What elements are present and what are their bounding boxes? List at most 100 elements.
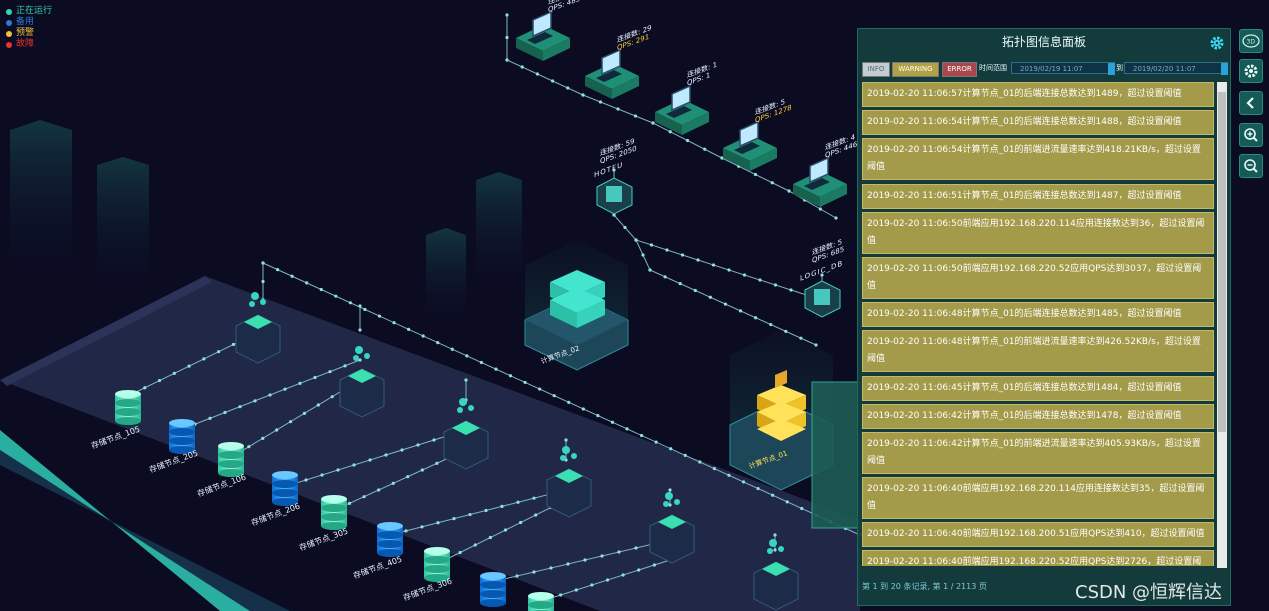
background-towers [10, 120, 522, 330]
connection-dot [348, 301, 352, 305]
connection-dot [253, 399, 257, 403]
connection-dot [464, 378, 468, 382]
zoom-in-button[interactable] [1239, 123, 1263, 147]
zoom-out-icon [1244, 159, 1258, 173]
collapse-panel-button[interactable] [1239, 91, 1263, 115]
connection-dot [708, 295, 712, 299]
hotfu-node[interactable] [596, 177, 633, 215]
connection-dot [336, 468, 340, 472]
info-filter-button[interactable]: INFO [862, 62, 890, 77]
connection-dot [789, 288, 793, 292]
connection-dot [505, 35, 509, 40]
warning-filter-button[interactable]: WARNING [892, 62, 939, 77]
log-entry[interactable]: 2019-02-20 11:06:40前端应用192.168.200.51应用Q… [862, 522, 1214, 548]
service-node[interactable] [235, 292, 281, 364]
connection-dot [742, 273, 747, 277]
app-server[interactable] [516, 10, 570, 61]
svg-text:3D: 3D [1247, 39, 1256, 46]
connection-dot [680, 253, 685, 257]
storage-cylinder[interactable] [424, 547, 450, 582]
connection-dot [505, 58, 509, 62]
service-node[interactable] [546, 446, 592, 518]
log-entry[interactable]: 2019-02-20 11:06:48计算节点_01的前端进流量速率达到426.… [862, 330, 1214, 373]
connection-dot [503, 528, 508, 532]
connection-dot [820, 273, 824, 277]
connection-dot [567, 400, 571, 404]
storage-cylinder[interactable] [528, 592, 554, 611]
connection-dot [773, 548, 777, 552]
log-entry[interactable]: 2019-02-20 11:06:57计算节点_01的后端连接总数达到1489，… [862, 82, 1214, 107]
log-entry[interactable]: 2019-02-20 11:06:54计算节点_01的后端连接总数达到1488，… [862, 110, 1214, 136]
app-server[interactable] [655, 84, 709, 135]
service-node[interactable] [339, 346, 385, 418]
connection-dot [581, 93, 585, 97]
log-entry[interactable]: 2019-02-20 11:06:48计算节点_01的后端连接总数达到1485，… [862, 302, 1214, 328]
scroll-thumb[interactable] [1218, 92, 1226, 432]
connection-dot [758, 278, 762, 282]
storage-cylinder[interactable] [480, 572, 506, 607]
connection-dot [637, 568, 641, 572]
storage-cylinder[interactable] [272, 471, 298, 506]
start-date-input[interactable]: 2019/02/19 11:07 [1011, 62, 1115, 74]
connection-dot [652, 563, 656, 567]
storage-cylinder[interactable] [321, 495, 347, 530]
storage-cylinder[interactable] [169, 419, 195, 454]
3d-rotate-button[interactable]: 3D [1239, 29, 1263, 53]
storage-cylinder[interactable] [377, 522, 403, 557]
log-entry[interactable]: 2019-02-20 11:06:50前端应用192.168.220.52应用Q… [862, 256, 1214, 299]
connection-dot [223, 410, 227, 415]
connection-dot [508, 374, 513, 378]
app-server[interactable] [723, 120, 777, 171]
end-calendar-icon[interactable] [1221, 63, 1228, 75]
connection-dot [473, 543, 477, 547]
connection-dot [275, 428, 279, 432]
error-filter-button[interactable]: ERROR [942, 62, 977, 77]
service-node[interactable] [649, 492, 695, 564]
log-entry[interactable]: 2019-02-20 11:06:50前端应用192.168.220.114应用… [862, 211, 1214, 254]
connection-dot [696, 258, 700, 262]
gear-icon[interactable] [1209, 35, 1225, 51]
connection-dot [598, 100, 603, 104]
log-scrollbar[interactable] [1217, 82, 1227, 568]
platform [0, 276, 860, 611]
compute-node-02[interactable] [524, 240, 629, 371]
connection-dot [648, 268, 652, 272]
compute-node-01[interactable] [729, 330, 834, 491]
connection-dot [787, 189, 791, 193]
connection-dot [432, 438, 436, 442]
zoom-in-icon [1244, 128, 1258, 142]
log-entry[interactable]: 2019-02-20 11:06:54计算节点_01的前端进流量速率达到418.… [862, 138, 1214, 181]
panel-title: 拓扑图信息面板 [1001, 35, 1086, 49]
log-entry[interactable]: 2019-02-20 11:06:40前端应用192.168.220.114应用… [862, 477, 1214, 520]
connection-dot [685, 138, 690, 143]
connection-dot [693, 288, 697, 293]
connection-dot [753, 172, 758, 177]
service-node[interactable] [753, 539, 799, 611]
app-server[interactable] [793, 156, 847, 207]
connection-dot [143, 386, 147, 390]
log-entry[interactable]: 2019-02-20 11:06:42计算节点_01的后端连接总数达到1478，… [862, 403, 1214, 429]
storage-cylinder[interactable] [218, 442, 244, 477]
connection-dot [785, 500, 789, 504]
log-entry[interactable]: 2019-02-20 11:06:40前端应用192.168.220.52应用Q… [862, 550, 1214, 566]
log-entry[interactable]: 2019-02-20 11:06:45计算节点_01的后端连接总数达到1484，… [862, 375, 1214, 401]
storage-cylinder[interactable] [115, 390, 141, 425]
connection-dot [769, 322, 773, 327]
service-node[interactable] [443, 398, 489, 470]
log-entry[interactable]: 2019-02-20 11:06:51计算节点_01的后端连接总数达到1487，… [862, 183, 1214, 209]
connection-dot [298, 381, 302, 385]
log-filter-bar: INFO WARNING ERROR 时间范围 2019/02/19 11:07… [862, 62, 1228, 77]
connection-dot [515, 574, 519, 578]
settings-button[interactable] [1239, 59, 1263, 83]
log-entry[interactable]: 2019-02-20 11:06:42计算节点_01的前端进流量速率达到405.… [862, 431, 1214, 474]
connection-dot [479, 360, 484, 365]
connection-dot [488, 535, 492, 540]
logic-db-node[interactable] [804, 280, 841, 318]
connection-dot [612, 168, 616, 172]
log-list[interactable]: 2019-02-20 11:06:57计算节点_01的后端连接总数达到1489，… [862, 82, 1214, 566]
app-server[interactable] [585, 48, 639, 99]
start-calendar-icon[interactable] [1108, 63, 1115, 75]
zoom-out-button[interactable] [1239, 154, 1263, 178]
end-date-input[interactable]: 2019/02/20 11:07 [1124, 62, 1228, 74]
